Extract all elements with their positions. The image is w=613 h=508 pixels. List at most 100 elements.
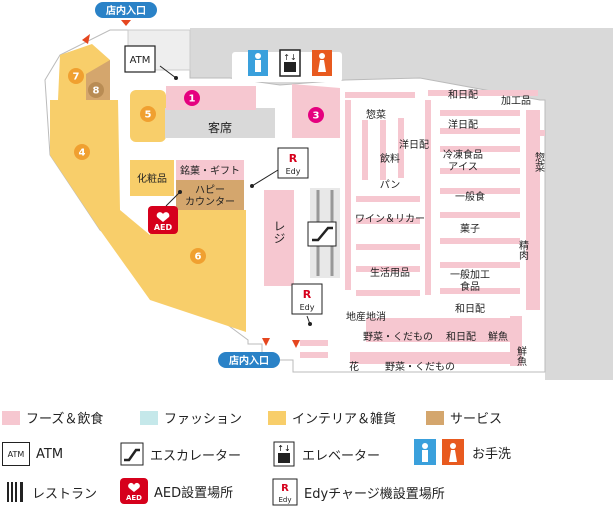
- yasai2-label: 野菜・くだもの: [385, 361, 455, 373]
- legend-elevator-label: エレベーター: [302, 448, 381, 464]
- ippan-label: 一般食: [455, 190, 485, 203]
- restaurant-icon: [2, 480, 26, 504]
- customer-seats-label: 客席: [208, 120, 232, 135]
- svg-text:店内入口: 店内入口: [106, 4, 146, 17]
- edy-icon-1: R Edy: [277, 147, 309, 179]
- register-zone: [264, 190, 294, 286]
- store-marker-label-7: 7: [73, 72, 80, 83]
- kashi-label: 菓子: [460, 223, 480, 235]
- atm-icon: [124, 45, 156, 73]
- legend-interior: インテリア＆雑貨: [268, 408, 396, 427]
- toilet-female-icon: [312, 50, 332, 76]
- yonichi-label: 洋日配: [399, 138, 429, 151]
- legend-elevator: ↑↓ エレベーター: [272, 441, 381, 467]
- wall-area: [190, 28, 613, 110]
- souzai2-label: 惣菜: [533, 151, 545, 173]
- legend-interior-label: インテリア＆雑貨: [292, 412, 397, 427]
- inryou-label: 飲料: [380, 152, 400, 165]
- happy-counter-label: ハピーカウンター: [185, 184, 235, 208]
- legend-edy-label: Edyチャージ機設置場所: [304, 486, 445, 502]
- legend-escalator-label: エスカレーター: [150, 448, 242, 464]
- wall-right: [545, 95, 613, 380]
- legend-fashion-label: ファッション: [164, 412, 243, 427]
- legend-edy: R Edy Edyチャージ機設置場所: [272, 478, 445, 506]
- edy-icon: R Edy: [272, 478, 298, 506]
- sengyo1-label: 鮮魚: [488, 330, 508, 343]
- legend-atm: ATM ATM: [2, 442, 63, 466]
- legend-fashion: ファッション: [140, 408, 242, 427]
- legend-escalator: エスカレーター: [120, 442, 241, 466]
- store-marker-7[interactable]: [68, 68, 84, 84]
- svg-text:店内入口: 店内入口: [229, 354, 269, 367]
- store-marker-label-1: 1: [189, 94, 196, 105]
- chisan-label: 地産地消: [346, 310, 386, 323]
- store-marker-5[interactable]: [140, 106, 156, 122]
- store-marker-label-8: 8: [93, 86, 100, 97]
- sweets-gift-label: 銘菓・ギフト: [180, 164, 240, 177]
- svg-text:AED: AED: [154, 223, 173, 232]
- souzai1-label: 惣菜: [366, 108, 386, 121]
- store-marker-label-5: 5: [145, 110, 152, 121]
- store-marker-8[interactable]: [88, 82, 104, 98]
- legend-toilet: お手洗: [414, 439, 512, 465]
- escalator-icon: [120, 442, 144, 466]
- legend-aed: AED AED設置場所: [120, 478, 233, 504]
- elevator-icon: ↑↓: [272, 441, 296, 467]
- wanichi3-label: 和日配: [446, 331, 476, 343]
- svg-text:↑↓: ↑↓: [283, 53, 296, 62]
- pan-label: パン: [380, 179, 401, 191]
- legend-restaurant: レストラン: [2, 480, 97, 504]
- register-label: レジ: [272, 220, 286, 244]
- cosmetics-label: 化粧品: [137, 172, 167, 185]
- customer-seats-area: [165, 108, 275, 138]
- svg-text:Edy: Edy: [278, 496, 291, 504]
- store-marker-6[interactable]: [190, 248, 206, 264]
- store-marker-label-3: 3: [313, 111, 320, 122]
- atm-icon: ATM: [2, 442, 30, 466]
- wanichi2-label: 和日配: [455, 303, 485, 315]
- escalator-icon: [307, 221, 337, 247]
- svg-text:AED: AED: [126, 494, 142, 502]
- svg-text:Edy: Edy: [300, 303, 315, 312]
- legend-service-label: サービス: [450, 412, 503, 427]
- svg-text:↑↓: ↑↓: [277, 444, 290, 453]
- legend-atm-label: ATM: [36, 446, 64, 462]
- kakou-label: 加工品: [501, 95, 531, 107]
- interior-zone-6: [150, 210, 246, 332]
- store-marker-4[interactable]: [74, 144, 90, 160]
- seikatsu-label: 生活用品: [370, 266, 410, 279]
- svg-text:Edy: Edy: [286, 167, 301, 176]
- legend-restaurant-label: レストラン: [32, 486, 98, 502]
- edy-icon-2: R Edy: [291, 283, 323, 315]
- toilet-male-icon: [248, 50, 268, 76]
- wanichi-top-label: 和日配: [448, 89, 478, 101]
- entrance-bottom[interactable]: 店内入口: [218, 338, 280, 368]
- yonichi-top-label: 洋日配: [448, 118, 478, 131]
- happy-counter-zone: [176, 180, 244, 210]
- legend-service: サービス: [426, 408, 502, 427]
- sengyo2-label: 鮮魚: [515, 345, 527, 367]
- yasai1-label: 野菜・くだもの: [363, 331, 433, 343]
- aed-icon: AED: [148, 206, 178, 234]
- legend-toilet-label: お手洗: [472, 446, 512, 462]
- store-marker-1[interactable]: [184, 90, 200, 106]
- legend-food: フーズ＆飲食: [2, 408, 103, 427]
- svg-text:R: R: [289, 152, 298, 165]
- store-marker-label-6: 6: [195, 252, 202, 263]
- store-marker-3[interactable]: [308, 107, 324, 123]
- svg-text:R: R: [281, 483, 289, 494]
- aed-icon: AED: [120, 478, 148, 504]
- store-marker-label-4: 4: [79, 148, 86, 159]
- svg-text:R: R: [303, 288, 312, 301]
- food-zone-1: [166, 86, 256, 110]
- sweets-gift-zone: [176, 160, 244, 180]
- legend-aed-label: AED設置場所: [154, 485, 234, 501]
- hana-label: 花: [349, 360, 359, 373]
- store-number-markers: 1 3 4 5 6 7 8: [68, 68, 324, 264]
- cosmetics-zone: [130, 160, 174, 196]
- wine-label: ワイン＆リカー: [355, 213, 425, 225]
- ippan-kakou-label: 一般加工食品: [450, 268, 490, 293]
- toilet-icon: [414, 439, 466, 465]
- entrance-top[interactable]: 店内入口: [95, 2, 157, 26]
